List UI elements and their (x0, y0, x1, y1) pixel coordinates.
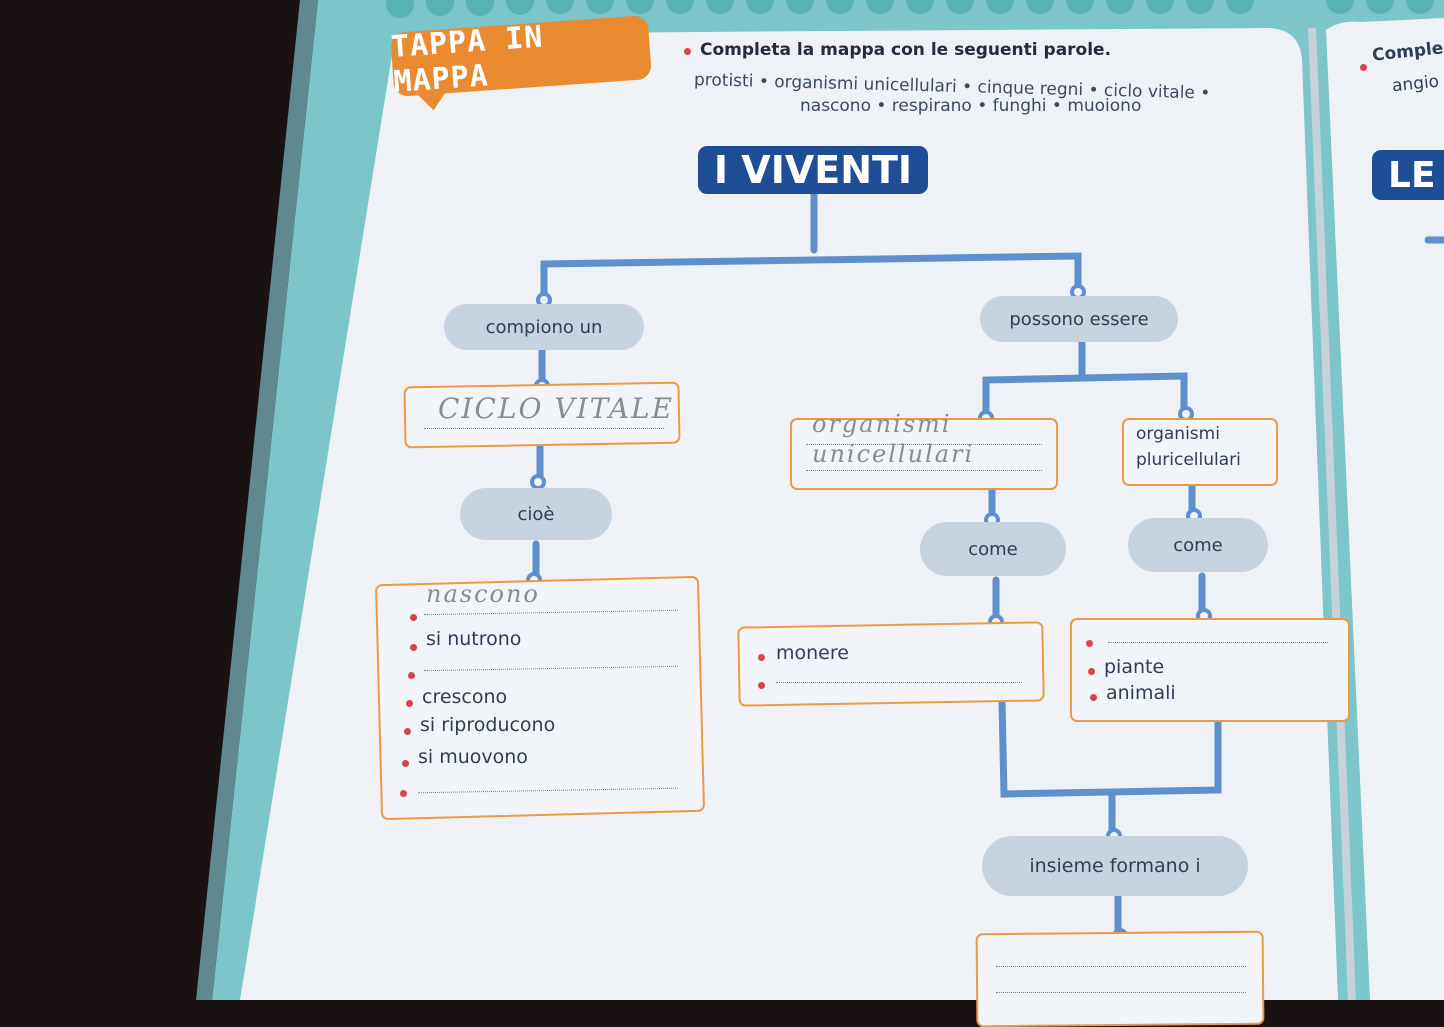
bullet-item-blank-3 (400, 790, 407, 797)
answer-line-ciclo-vitale (424, 428, 664, 429)
handwritten-ciclo-vitale: CICLO VITALE (438, 392, 675, 425)
pill-compiono-un-label: compiono un (485, 316, 603, 338)
item-si-nutrono: si nutrono (426, 628, 522, 650)
instruction-text: Completa la mappa con le seguenti parole… (700, 40, 1112, 60)
right-page-surface (1326, 18, 1444, 1000)
instruction-bullet (684, 48, 691, 55)
item-animali: animali (1106, 682, 1176, 704)
book-spine (1308, 27, 1356, 1000)
bullet-item-si-muovono (402, 760, 409, 767)
answer-box-piante-animali (1070, 618, 1350, 722)
bullet-item-piante (1088, 668, 1095, 675)
bullet-item-si-nutrono (410, 644, 417, 651)
pill-insieme-formano-i-label: insieme formano i (1029, 855, 1201, 877)
answer-line-unicellulari-2 (806, 470, 1042, 471)
answer-box-cinque-regni (975, 930, 1265, 1027)
next-page-bullet (1360, 64, 1367, 71)
answer-box-unicellulari (790, 418, 1058, 490)
box-organismi-pluricellulari (1122, 418, 1278, 486)
item-crescono: crescono (422, 686, 508, 708)
book-photo-scene: TAPPA IN MAPPA Completa la mappa con le … (0, 0, 1444, 1000)
item-monere: monere (776, 642, 849, 664)
answer-line-unicellulari-1 (806, 444, 1042, 445)
label-pluricellulari: pluricellulari (1136, 450, 1241, 470)
tappa-in-mappa-badge: TAPPA IN MAPPA (390, 15, 652, 100)
handwritten-nascono: nascono (426, 580, 540, 608)
pill-come-right-label: come (1173, 534, 1223, 556)
label-organismi: organismi (1136, 424, 1220, 444)
word-bank-line-2: nascono • respirano • funghi • muoiono (800, 96, 1142, 116)
pill-come-left-label: come (968, 538, 1018, 560)
handwritten-organismi: organismi (812, 410, 952, 438)
scallop-decoration (386, 0, 1434, 18)
pill-insieme-formano-i: insieme formano i (982, 836, 1248, 896)
pill-cioe: cioè (460, 488, 612, 540)
answer-line-monere (776, 682, 1022, 683)
page-edge-shadow (196, 0, 318, 1000)
answer-line-cinque-regni-2 (996, 992, 1246, 993)
bullet-item-blank-1 (410, 614, 417, 621)
pill-possono-essere-label: possono essere (1009, 308, 1149, 330)
item-si-riproducono: si riproducono (420, 714, 556, 736)
bullet-item-monere (758, 654, 765, 661)
bullet-item-blank-2 (408, 672, 415, 679)
pill-come-left: come (920, 522, 1066, 576)
pill-come-right: come (1128, 518, 1268, 572)
item-piante: piante (1104, 656, 1165, 678)
bullet-item-blank-monere (758, 682, 765, 689)
bullet-item-animali (1090, 694, 1097, 701)
handwritten-unicellulari: unicellulari (812, 440, 975, 468)
next-page-title: LE (1372, 150, 1444, 200)
answer-line-piante (1108, 642, 1328, 643)
bullet-item-si-riproducono (404, 728, 411, 735)
answer-box-monere (737, 621, 1045, 707)
pill-possono-essere: possono essere (980, 296, 1178, 342)
map-title-i-viventi: I VIVENTI (698, 146, 928, 194)
pill-compiono-un: compiono un (444, 304, 644, 350)
item-si-muovono: si muovono (418, 746, 528, 768)
bullet-item-crescono (406, 700, 413, 707)
bullet-item-blank-piante (1086, 640, 1093, 647)
answer-line-cinque-regni-1 (996, 966, 1246, 967)
pill-cioe-label: cioè (517, 503, 555, 525)
